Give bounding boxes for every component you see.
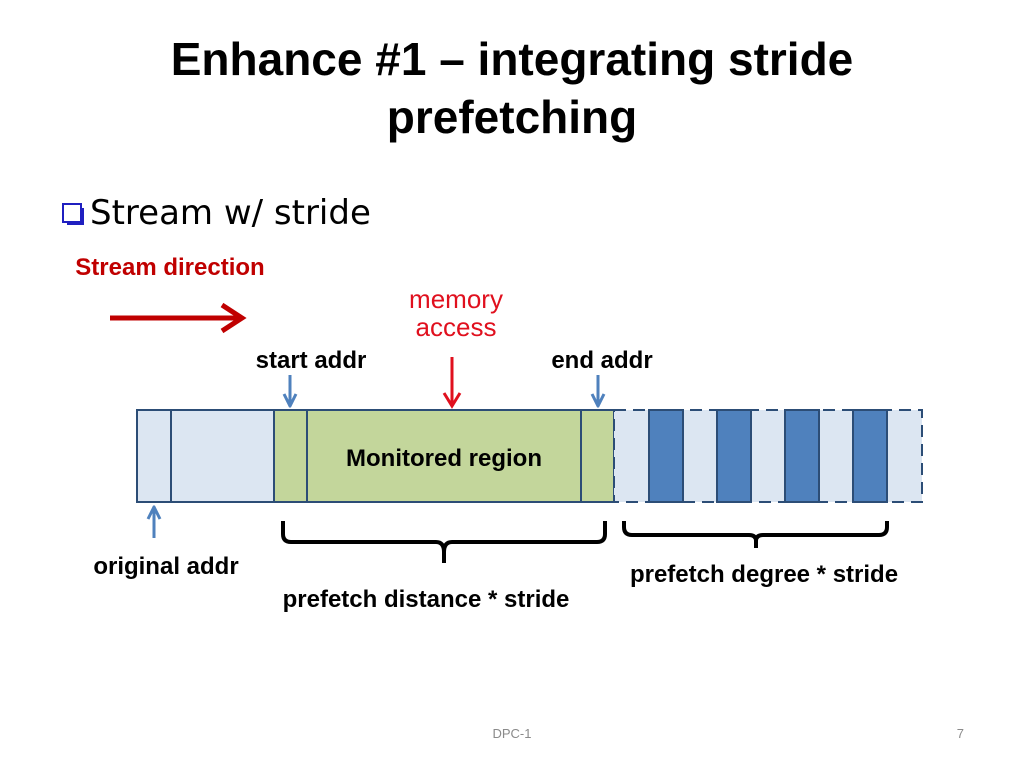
strip-cell-original — [136, 409, 172, 503]
original-addr-label: original addr — [93, 553, 238, 580]
start-addr-label: start addr — [256, 347, 367, 374]
monitored-region-label: Monitored region — [346, 445, 542, 472]
footer-title: DPC-1 — [492, 726, 532, 741]
prefetch-distance-brace — [281, 521, 607, 563]
slide-title: Enhance #1 – integrating stride prefetch… — [170, 33, 854, 143]
checkbox-bullet-icon — [62, 203, 84, 225]
memory-access-label-line2: access — [416, 312, 497, 342]
memory-access-label-line1: memory — [409, 284, 503, 314]
prefetch-degree-label: prefetch degree * stride — [630, 561, 898, 588]
prefetch-block-3 — [784, 409, 820, 503]
stream-direction-arrow-icon — [110, 302, 247, 334]
monitored-region — [306, 409, 582, 503]
prefetch-block-4 — [852, 409, 888, 503]
bullet-text: Stream w/ stride — [90, 193, 371, 233]
memory-strip — [136, 409, 923, 503]
stream-direction-label: Stream direction — [75, 254, 264, 281]
prefetch-block-1 — [648, 409, 684, 503]
bullet-item: Stream w/ stride — [62, 190, 371, 236]
end-addr-label: end addr — [551, 347, 652, 374]
strip-cell-end — [580, 409, 615, 503]
strip-cell-start — [273, 409, 308, 503]
memory-access-arrow-icon — [442, 357, 462, 409]
page-number: 7 — [956, 726, 964, 741]
prefetch-degree-brace — [622, 521, 889, 548]
strip-cell-pre-region — [170, 409, 275, 503]
prefetch-block-2 — [716, 409, 752, 503]
prefetch-distance-label: prefetch distance * stride — [283, 586, 570, 613]
